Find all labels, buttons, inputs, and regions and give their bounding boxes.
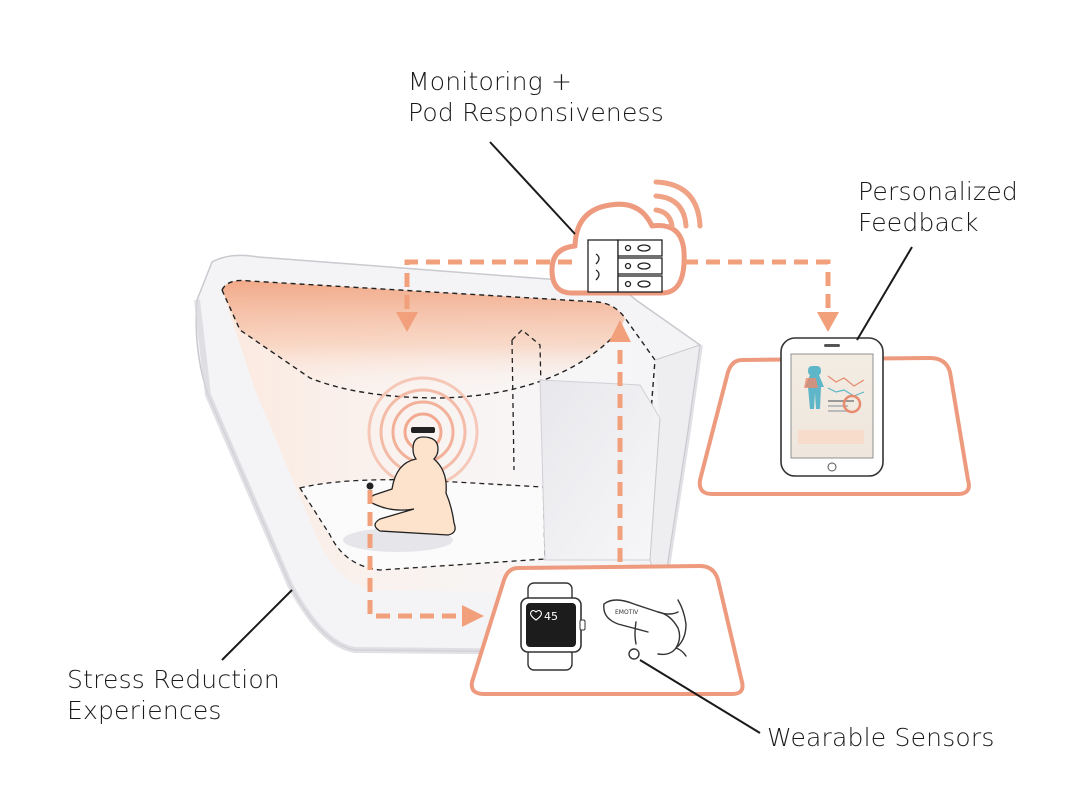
leader-sensors (639, 659, 761, 734)
label-stress: Stress Reduction Experiences (67, 664, 280, 726)
arrowhead-right-sensors (462, 605, 484, 627)
arrow-cloud-to-phone (684, 259, 831, 316)
arrow-person-to-sensors (367, 490, 466, 619)
pod-dashed-outline (221, 279, 656, 561)
meditating-person (366, 376, 479, 536)
eeg-headband (411, 427, 435, 433)
leader-feedback (856, 246, 913, 341)
leader-stress (221, 589, 293, 661)
label-feedback: Personalized Feedback (858, 176, 1018, 238)
eeg-headset-icon: EMOTIV (603, 599, 687, 660)
label-stress-line2: Experiences (67, 696, 222, 725)
sensors-plate (469, 563, 745, 696)
label-sensors-text: Wearable Sensors (767, 723, 995, 752)
pod (194, 254, 703, 656)
pod-right-wall (649, 344, 701, 601)
data-flow-arrows (367, 259, 831, 619)
label-monitoring-line1: Monitoring + (408, 67, 573, 96)
server-rack-icon (587, 239, 663, 293)
label-stress-line1: Stress Reduction (67, 665, 280, 694)
sensors-platform: 45 EMOTIV (469, 563, 745, 696)
leader-lines (221, 141, 913, 734)
smartphone-icon (780, 337, 884, 477)
label-sensors: Wearable Sensors (767, 722, 995, 753)
watch-reading: 45 (544, 610, 558, 623)
person-body (369, 436, 456, 536)
leader-monitoring (489, 141, 576, 235)
label-monitoring-line2: Pod Responsiveness (408, 98, 664, 127)
label-monitoring: Monitoring + Pod Responsiveness (408, 66, 664, 128)
arrowhead-up-cloud (609, 320, 631, 342)
arrowhead-down-pod (396, 312, 418, 332)
smartwatch-icon: 45 (520, 582, 586, 671)
cloud-server (549, 179, 703, 296)
pod-ceiling-glow (222, 280, 625, 398)
arrow-heads (396, 312, 839, 627)
pod-side-panel (539, 379, 661, 561)
wrist-band (366, 482, 374, 490)
label-feedback-line1: Personalized (858, 177, 1018, 206)
arrowhead-down-phone (817, 312, 839, 332)
label-feedback-line2: Feedback (858, 208, 979, 237)
heart-icon (530, 609, 542, 621)
headset-brand: EMOTIV (615, 609, 639, 616)
wifi-signal-icon (653, 179, 703, 229)
feedback-platform (697, 337, 971, 496)
arrow-cloud-to-pod (404, 259, 572, 316)
